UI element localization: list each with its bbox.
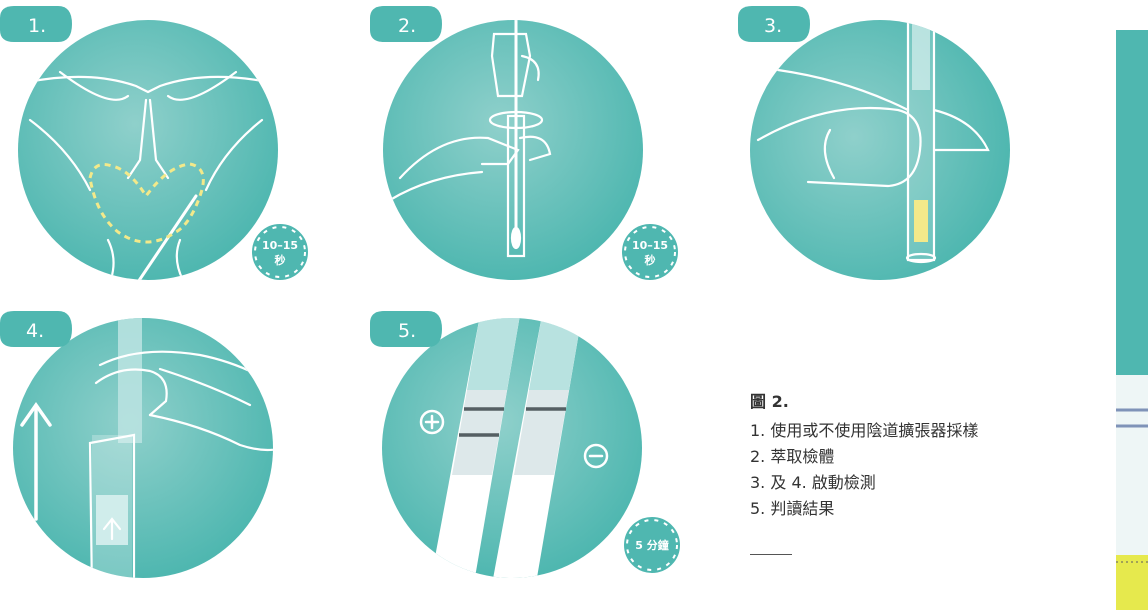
step-5-badge: 5. bbox=[370, 311, 442, 347]
step-4-badge: 4. bbox=[0, 311, 72, 347]
caption-item: 5. 判讀結果 bbox=[750, 499, 835, 518]
step-5-illustration: 5 分鐘 5. bbox=[370, 311, 682, 578]
caption-item: 2. 萃取檢體 bbox=[750, 447, 835, 466]
step-4-circle bbox=[13, 318, 273, 578]
step-2-timer-value: 10–15 bbox=[632, 239, 668, 252]
step-2-label: 2. bbox=[398, 15, 416, 37]
cropped-device-image bbox=[1116, 30, 1148, 610]
positive-test-strip bbox=[428, 318, 520, 578]
step-3-panel: 3. bbox=[738, 0, 1068, 300]
stopwatch-icon: 10–15 秒 bbox=[620, 222, 680, 282]
up-arrow-icon bbox=[20, 401, 52, 521]
step-3-circle bbox=[750, 20, 1010, 280]
step-1-label: 1. bbox=[28, 15, 46, 37]
caption-title: 圖 2. bbox=[750, 392, 789, 411]
step-1-badge: 1. bbox=[0, 6, 72, 42]
step-3-badge: 3. bbox=[738, 6, 810, 42]
step-5-timer-value: 5 分鐘 bbox=[635, 538, 668, 552]
minus-circle-icon bbox=[583, 443, 609, 469]
caption-item: 1. 使用或不使用陰道擴張器採樣 bbox=[750, 421, 979, 440]
sampling-area-outline bbox=[88, 162, 205, 244]
step-4-label: 4. bbox=[26, 320, 44, 342]
step-2-illustration: 10–15 秒 2. bbox=[370, 6, 680, 282]
stopwatch-icon: 10–15 秒 bbox=[250, 222, 310, 282]
step-2-timer-unit: 秒 bbox=[645, 253, 656, 267]
step-5-panel: 5 分鐘 5. bbox=[370, 305, 700, 605]
step-3-illustration: 3. bbox=[738, 6, 1010, 280]
caption-list: 1. 使用或不使用陰道擴張器採樣 2. 萃取檢體 3. 及 4. 啟動檢測 5.… bbox=[750, 418, 1080, 522]
stopwatch-icon: 5 分鐘 bbox=[622, 515, 682, 575]
negative-test-strip bbox=[490, 318, 582, 578]
step-4-illustration: 4. bbox=[0, 311, 273, 578]
figure-caption: 圖 2. 1. 使用或不使用陰道擴張器採樣 2. 萃取檢體 3. 及 4. 啟動… bbox=[750, 388, 1080, 555]
step-2-panel: 10–15 秒 2. bbox=[370, 0, 700, 300]
step-2-circle bbox=[383, 20, 643, 280]
step-1-timer-unit: 秒 bbox=[275, 253, 286, 267]
caption-divider bbox=[750, 554, 792, 555]
step-1-panel: 10–15 秒 1. bbox=[0, 0, 330, 300]
step-4-panel: 4. bbox=[0, 305, 330, 605]
plus-circle-icon bbox=[419, 409, 445, 435]
caption-item: 3. 及 4. 啟動檢測 bbox=[750, 473, 876, 492]
step-1-circle bbox=[18, 20, 278, 280]
step-5-label: 5. bbox=[398, 320, 416, 342]
step-3-label: 3. bbox=[764, 15, 782, 37]
step-1-timer-value: 10–15 bbox=[262, 239, 298, 252]
step-1-illustration: 10–15 秒 1. bbox=[0, 6, 310, 282]
step-2-badge: 2. bbox=[370, 6, 442, 42]
